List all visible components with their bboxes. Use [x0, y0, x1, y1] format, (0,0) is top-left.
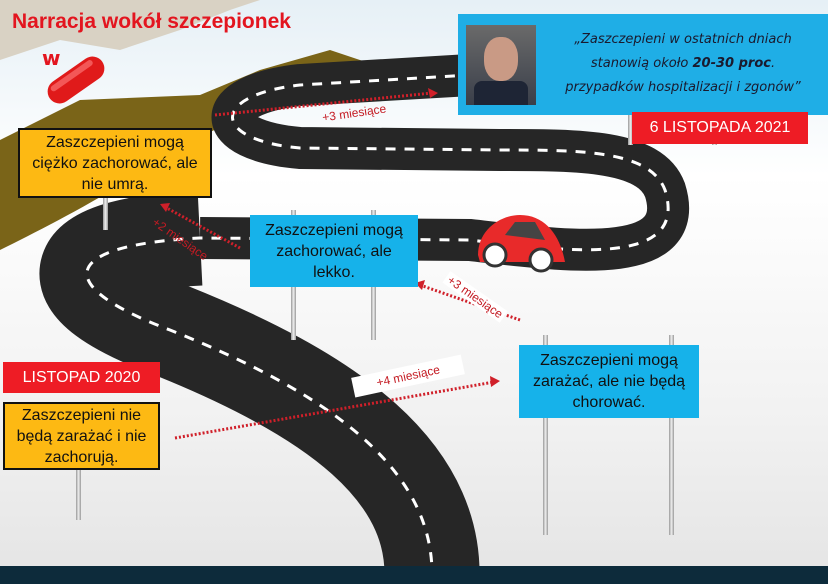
quote-box: „Zaszczepieni w ostatnich dniach stanowi…	[458, 14, 828, 115]
speaker-photo	[466, 25, 536, 105]
footer-bar	[0, 566, 828, 584]
sign-post	[76, 468, 81, 520]
page-title: Narracja wokół szczepionek	[12, 10, 291, 33]
pill-icon	[47, 56, 105, 104]
sign-post	[543, 335, 548, 535]
sign-post	[103, 195, 108, 230]
sign-post	[669, 335, 674, 535]
sign-no-infection: Zaszczepieni nie będą zarażać i nie zach…	[3, 402, 160, 470]
sign-severe-not-die: Zaszczepieni mogą ciężko zachorować, ale…	[18, 128, 212, 198]
sign-post	[628, 100, 633, 145]
start-date-label: LISTOPAD 2020	[3, 362, 160, 393]
car-icon	[478, 215, 565, 273]
title-suffix: w	[42, 46, 61, 70]
quote-date: 6 LISTOPADA 2021	[632, 112, 808, 144]
quote-line-3: przypadków hospitalizacji i zgonów”	[565, 80, 801, 95]
sign-infect-not-ill: Zaszczepieni mogą zarażać, ale nie będą …	[519, 345, 699, 418]
quote-line-2: stanowią około 20-30 proc.	[590, 56, 776, 71]
sign-mild-illness: Zaszczepieni mogą zachorować, ale lekko.	[250, 215, 418, 287]
quote-line-1: „Zaszczepieni w ostatnich dniach	[574, 32, 792, 47]
